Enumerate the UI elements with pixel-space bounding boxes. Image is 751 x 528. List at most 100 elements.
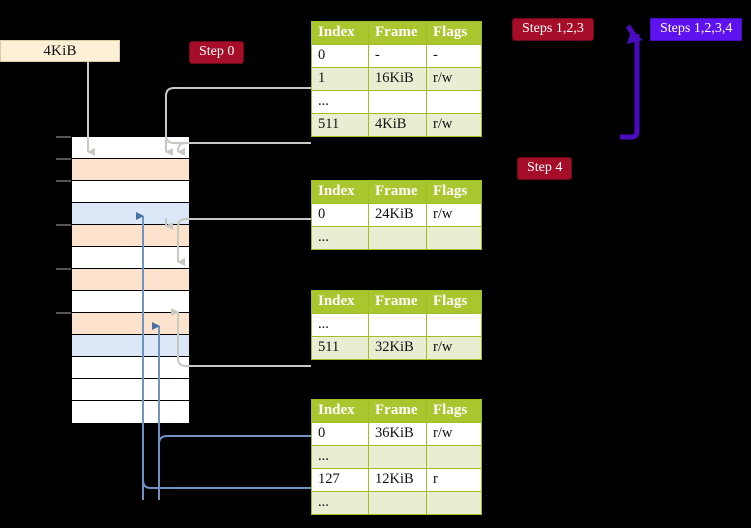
- memory-row: [72, 313, 189, 335]
- page-table-level-1: Index Frame Flags 0 24KiB r/w ...: [311, 180, 482, 250]
- cell-flags: [426, 226, 482, 250]
- memory-row: [72, 379, 189, 401]
- table-row: 511 32KiB r/w: [311, 336, 482, 360]
- col-header-flags: Flags: [426, 180, 482, 204]
- cell-flags: [426, 313, 482, 337]
- col-header-frame: Frame: [368, 290, 427, 314]
- col-header-index: Index: [311, 21, 369, 45]
- cell-index: ...: [311, 226, 369, 250]
- table-header-row: Index Frame Flags: [311, 180, 482, 204]
- memory-tick: [56, 136, 71, 138]
- cell-frame: [368, 491, 427, 515]
- cell-flags: r/w: [426, 203, 482, 227]
- cell-frame: 4KiB: [368, 113, 427, 137]
- cell-index: 0: [311, 422, 369, 446]
- cell-index: 1: [311, 67, 369, 91]
- cell-frame: 16KiB: [368, 67, 427, 91]
- col-header-index: Index: [311, 399, 369, 423]
- cell-frame: 36KiB: [368, 422, 427, 446]
- cell-frame: [368, 226, 427, 250]
- col-header-frame: Frame: [368, 399, 427, 423]
- cell-index: ...: [311, 90, 369, 114]
- memory-row: [72, 225, 189, 247]
- cell-index: ...: [311, 445, 369, 469]
- col-header-index: Index: [311, 290, 369, 314]
- page-table-level-3: Index Frame Flags 0 36KiB r/w ... 127 12…: [311, 399, 482, 515]
- cell-flags: r/w: [426, 336, 482, 360]
- cell-frame: 32KiB: [368, 336, 427, 360]
- table-row: ...: [311, 90, 482, 114]
- memory-row: [72, 269, 189, 291]
- memory-row: [72, 159, 189, 181]
- wire-l1-row0: [177, 218, 311, 266]
- cell-frame: [368, 445, 427, 469]
- table-row: ...: [311, 491, 482, 515]
- cell-flags: r: [426, 468, 482, 492]
- cell-frame: 24KiB: [368, 203, 427, 227]
- table-row: 0 24KiB r/w: [311, 203, 482, 227]
- cell-index: 0: [311, 203, 369, 227]
- wire-mem-hook-a: [177, 142, 311, 156]
- size-label-box: 4KiB: [0, 40, 120, 62]
- memory-row: [72, 401, 189, 423]
- cell-index: 511: [311, 336, 369, 360]
- table-row: ...: [311, 226, 482, 250]
- badge-steps-123: Steps 1,2,3: [512, 18, 594, 42]
- memory-tick: [56, 158, 71, 160]
- cell-flags: -: [426, 44, 482, 68]
- badge-step-4: Step 4: [517, 157, 573, 181]
- col-header-flags: Flags: [426, 21, 482, 45]
- memory-tick: [56, 268, 71, 270]
- table-row: 0 36KiB r/w: [311, 422, 482, 446]
- col-header-index: Index: [311, 180, 369, 204]
- memory-tick: [56, 224, 71, 226]
- badge-step-0: Step 0: [189, 41, 245, 65]
- table-row: 127 12KiB r: [311, 468, 482, 492]
- table-row: 511 4KiB r/w: [311, 113, 482, 137]
- cell-frame: [368, 313, 427, 337]
- cell-flags: r/w: [426, 422, 482, 446]
- table-row: ...: [311, 313, 482, 337]
- wire-steps-1234-bracket: [620, 24, 643, 140]
- memory-row: [72, 137, 189, 159]
- wire-l2-511: [171, 308, 311, 367]
- cell-index: 511: [311, 113, 369, 137]
- page-table-level-2: Index Frame Flags ... 511 32KiB r/w: [311, 290, 482, 360]
- col-header-frame: Frame: [368, 180, 427, 204]
- cell-index: 127: [311, 468, 369, 492]
- table-header-row: Index Frame Flags: [311, 399, 482, 423]
- memory-row: [72, 247, 189, 269]
- col-header-flags: Flags: [426, 399, 482, 423]
- cell-index: 0: [311, 44, 369, 68]
- table-row: 0 - -: [311, 44, 482, 68]
- cell-flags: [426, 90, 482, 114]
- cell-flags: [426, 445, 482, 469]
- cell-index: ...: [311, 313, 369, 337]
- cell-index: ...: [311, 491, 369, 515]
- wire-l3-row127: [142, 479, 311, 500]
- cell-frame: -: [368, 44, 427, 68]
- cell-flags: [426, 491, 482, 515]
- cell-frame: [368, 90, 427, 114]
- col-header-flags: Flags: [426, 290, 482, 314]
- cell-flags: r/w: [426, 67, 482, 91]
- wire-l3-row0: [158, 435, 311, 500]
- memory-row: [72, 291, 189, 313]
- cell-flags: r/w: [426, 113, 482, 137]
- memory-row: [72, 357, 189, 379]
- table-header-row: Index Frame Flags: [311, 290, 482, 314]
- memory-row: [72, 181, 189, 203]
- page-table-level-0: Index Frame Flags 0 - - 1 16KiB r/w ... …: [311, 21, 482, 137]
- table-header-row: Index Frame Flags: [311, 21, 482, 45]
- col-header-frame: Frame: [368, 21, 427, 45]
- table-row: ...: [311, 445, 482, 469]
- memory-tick: [56, 180, 71, 182]
- badge-steps-1234: Steps 1,2,3,4: [650, 18, 743, 42]
- cell-frame: 12KiB: [368, 468, 427, 492]
- memory-tick: [56, 312, 71, 314]
- memory-row: [72, 203, 189, 225]
- size-label-text: 4KiB: [43, 42, 77, 59]
- physical-memory-column: [71, 136, 190, 423]
- memory-row: [72, 335, 189, 357]
